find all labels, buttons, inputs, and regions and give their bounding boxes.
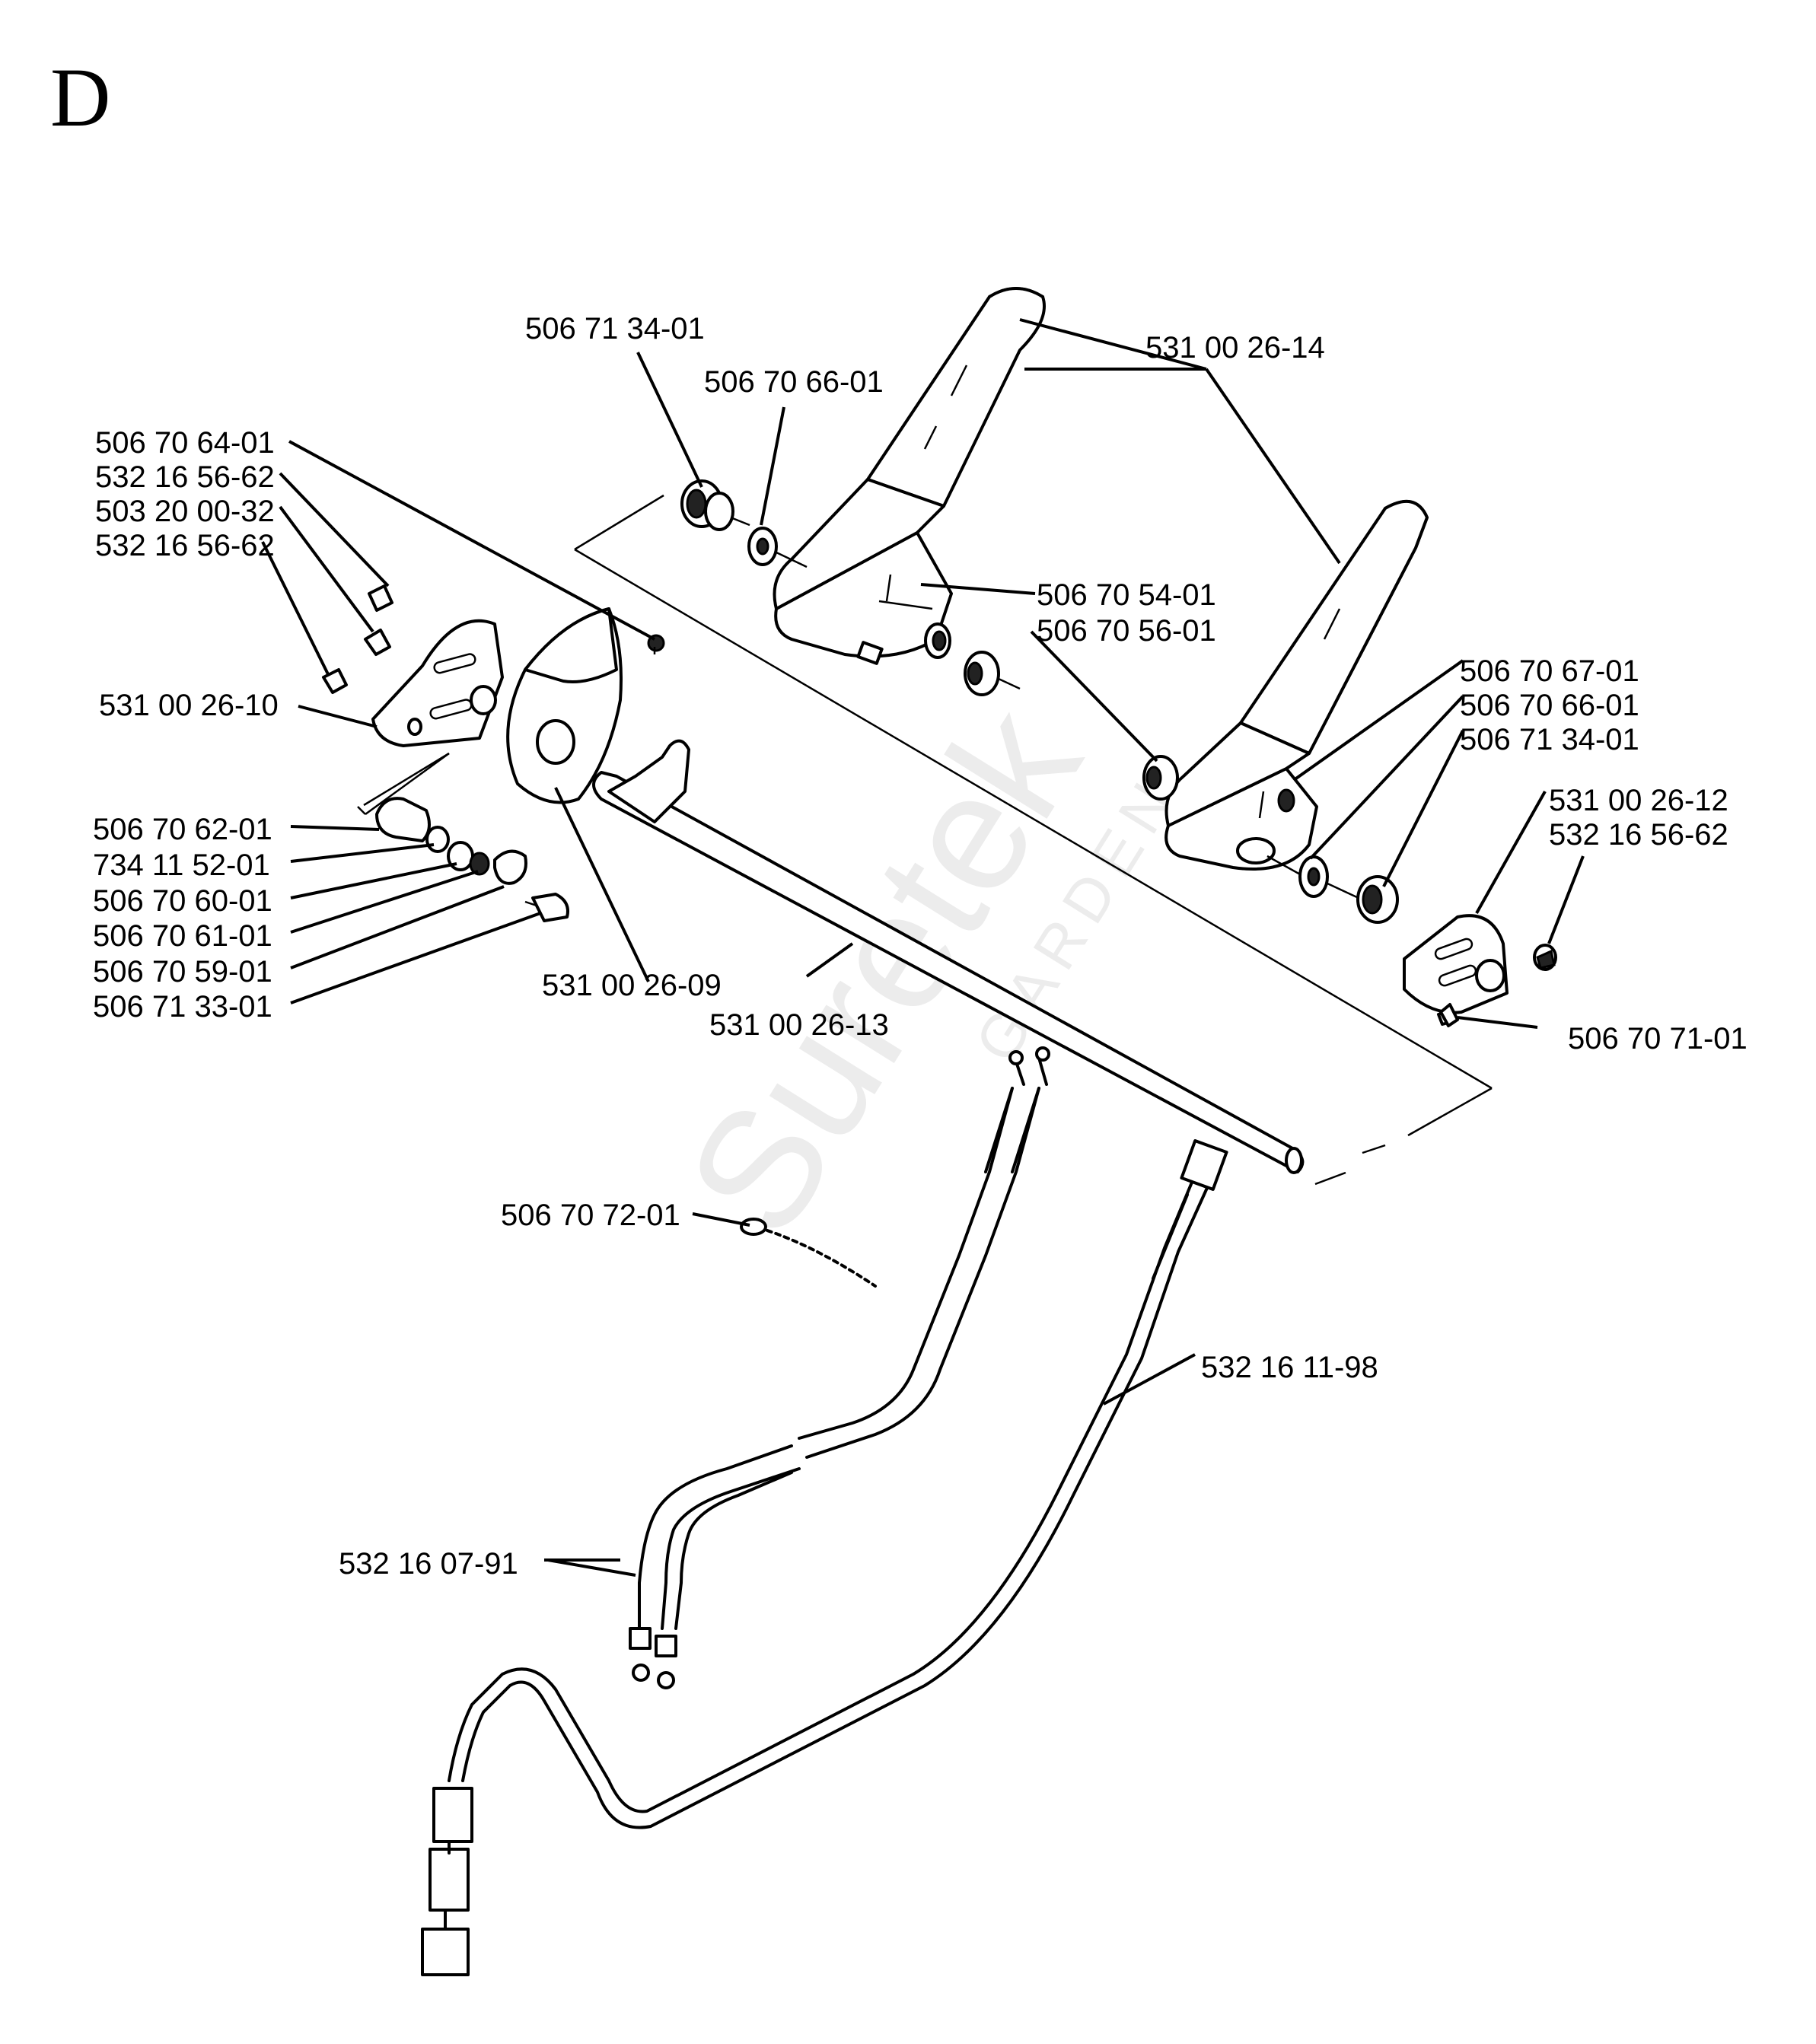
bracket-left (322, 584, 504, 747)
bushing-right (1266, 855, 1399, 924)
label-532-16-56-62-a: 532 16 56-62 (95, 460, 275, 494)
label-506-71-34-01-right: 506 71 34-01 (1460, 723, 1639, 756)
handlebar-left (773, 287, 1046, 665)
label-506-70-66-01-right: 506 70 66-01 (1460, 689, 1639, 722)
label-506-70-62-01: 506 70 62-01 (93, 813, 272, 846)
shaft (592, 739, 1305, 1174)
leader-lines (261, 318, 1585, 1577)
label-506-71-34-01-top: 506 71 34-01 (525, 312, 705, 345)
label-506-70-64-01: 506 70 64-01 (95, 426, 275, 460)
label-532-16-56-62-b: 532 16 56-62 (95, 529, 275, 562)
part-labels: 506 71 34-01 506 70 66-01 531 00 26-14 5… (93, 312, 1748, 1581)
label-531-00-26-10: 531 00 26-10 (99, 689, 279, 722)
label-506-70-54-01: 506 70 54-01 (1037, 578, 1216, 612)
label-506-71-33-01: 506 71 33-01 (93, 990, 272, 1024)
label-532-16-56-62-c: 532 16 56-62 (1549, 818, 1728, 852)
assembly-outline (357, 494, 1493, 1186)
label-506-70-61-01: 506 70 61-01 (93, 919, 272, 953)
label-532-16-11-98: 532 16 11-98 (1201, 1351, 1378, 1384)
label-531-00-26-13: 531 00 26-13 (709, 1008, 889, 1042)
label-531-00-26-12: 531 00 26-12 (1549, 784, 1728, 817)
label-734-11-52-01: 734 11 52-01 (93, 848, 270, 882)
spacer-right-handle (1142, 755, 1179, 801)
cover-plate (506, 607, 665, 804)
label-532-16-07-91: 532 16 07-91 (339, 1547, 518, 1581)
label-506-70-60-01: 506 70 60-01 (93, 884, 272, 918)
long-cable (421, 1139, 1228, 1976)
label-506-70-66-01-top: 506 70 66-01 (704, 365, 884, 399)
section-letter: D (50, 51, 110, 144)
label-506-70-71-01: 506 70 71-01 (1568, 1022, 1748, 1055)
small-parts-left (375, 797, 569, 922)
spacer-left-handle (964, 651, 1021, 696)
watermark: Suretek GARDEN (651, 677, 1191, 1266)
label-531-00-26-09: 531 00 26-09 (542, 969, 722, 1002)
label-506-70-72-01: 506 70 72-01 (501, 1199, 680, 1232)
label-531-00-26-14: 531 00 26-14 (1145, 331, 1325, 365)
label-506-70-59-01: 506 70 59-01 (93, 955, 272, 989)
label-503-20-00-32: 503 20 00-32 (95, 495, 275, 528)
spring-pin (1439, 1003, 1459, 1027)
label-506-70-56-01: 506 70 56-01 (1037, 614, 1216, 648)
cable-tie (740, 1218, 877, 1288)
handlebar-right (1164, 500, 1429, 871)
twin-cables (629, 1046, 1050, 1689)
bracket-right (1403, 914, 1557, 1026)
label-506-70-67-01: 506 70 67-01 (1460, 654, 1639, 688)
bushing-top-left (680, 479, 808, 568)
